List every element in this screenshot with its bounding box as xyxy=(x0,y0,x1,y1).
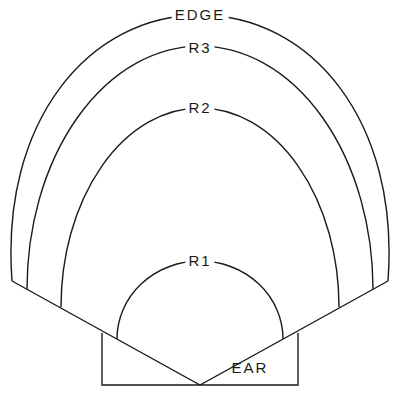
ring-label: EDGE xyxy=(172,7,229,24)
growth-ring-r1 xyxy=(117,261,283,339)
ring-label: R3 xyxy=(185,40,214,57)
ear-outline xyxy=(102,333,298,385)
growth-ring-r3 xyxy=(27,46,373,289)
growth-ring-r2 xyxy=(61,108,339,307)
ring-label: R2 xyxy=(185,100,214,117)
part-label: EAR xyxy=(229,360,272,377)
hinge-lines xyxy=(12,281,388,385)
ring-label: R1 xyxy=(185,253,214,270)
shell-edge xyxy=(11,15,389,281)
